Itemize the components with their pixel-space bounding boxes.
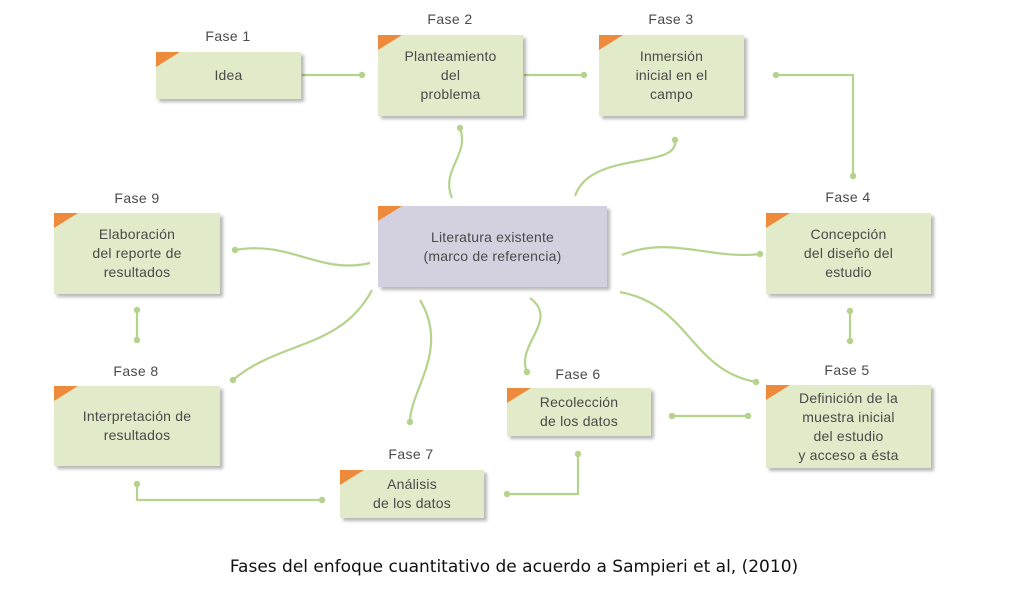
literature-connectors	[232, 127, 761, 423]
dot	[358, 71, 366, 79]
phase-label-4: Fase 4	[825, 189, 871, 205]
lit-connector-analisis	[408, 299, 433, 423]
dot	[318, 496, 326, 504]
lit-connector-interpretacion	[232, 289, 373, 381]
dot	[849, 172, 857, 180]
box-interpretacion: Interpretación de resultados	[54, 386, 220, 466]
corner-accent	[766, 213, 790, 228]
corner-accent	[156, 52, 180, 67]
dot	[671, 136, 679, 144]
box-concepcion: Concepción del diseño del estudio	[766, 213, 931, 294]
dot	[133, 306, 141, 314]
corner-accent	[507, 388, 531, 403]
dot	[456, 124, 464, 132]
dot	[133, 480, 141, 488]
dot	[574, 450, 582, 458]
dot	[229, 376, 237, 384]
corner-accent	[340, 470, 364, 485]
dot	[752, 378, 760, 386]
lit-connector-concepcion	[621, 246, 761, 257]
dot	[846, 337, 854, 345]
box-analisis: Análisis de los datos	[340, 470, 484, 518]
box-analisis-text: Análisis de los datos	[373, 476, 451, 511]
dot	[756, 250, 764, 258]
box-elaboracion: Elaboración del reporte de resultados	[54, 213, 220, 294]
phase-label-1: Fase 1	[205, 28, 251, 44]
dot	[772, 71, 780, 79]
dot	[406, 418, 414, 426]
box-interpretacion-text: Interpretación de resultados	[82, 408, 192, 443]
lit-connector-planteamiento	[448, 127, 463, 199]
box-concepcion-text: Concepción del diseño del estudio	[803, 226, 894, 280]
box-planteamiento-text: Planteamiento del problema	[404, 48, 497, 102]
box-literatura-text: Literatura existente (marco de referenci…	[423, 228, 562, 264]
box-elaboracion-text: Elaboración del reporte de resultados	[92, 226, 182, 280]
connector-dots	[133, 71, 857, 504]
box-literatura: Literatura existente (marco de referenci…	[378, 206, 607, 287]
box-inmersion: Inmersión inicial en el campo	[599, 35, 744, 116]
dot	[231, 246, 239, 254]
dot	[744, 412, 752, 420]
lit-connector-recoleccion	[523, 297, 542, 373]
box-idea: Idea	[156, 52, 301, 99]
flow-connectors	[135, 73, 855, 502]
phase-label-2: Fase 2	[427, 11, 473, 27]
lit-connector-definicion	[619, 290, 757, 384]
dot	[668, 412, 676, 420]
corner-accent	[378, 206, 402, 221]
figure-caption: Fases del enfoque cuantitativo de acuerd…	[229, 557, 799, 577]
phase-label-6: Fase 6	[555, 366, 601, 382]
corner-accent	[378, 35, 402, 50]
corner-accent	[766, 385, 790, 400]
box-recoleccion-text: Recolección de los datos	[539, 394, 619, 429]
box-inmersion-text: Inmersión inicial en el campo	[635, 48, 708, 102]
phase-label-3: Fase 3	[648, 11, 694, 27]
phase-label-9: Fase 9	[114, 190, 160, 206]
dot	[580, 71, 588, 79]
lit-connector-inmersion	[573, 139, 677, 197]
dot	[133, 336, 141, 344]
connector-recoleccion-analisis	[507, 454, 580, 496]
box-planteamiento: Planteamiento del problema	[378, 35, 523, 116]
connector-inmersion-concepcion	[776, 73, 855, 176]
lit-connector-elaboracion	[234, 247, 371, 267]
box-definicion-text: Definición de la muestra inicial del est…	[798, 389, 899, 463]
dot	[846, 307, 854, 315]
box-recoleccion: Recolección de los datos	[507, 388, 651, 436]
connector-analisis-interpretacion	[135, 484, 322, 502]
corner-accent	[54, 213, 78, 228]
corner-accent	[599, 35, 623, 50]
dot	[523, 368, 531, 376]
phase-label-8: Fase 8	[113, 363, 159, 379]
phase-label-7: Fase 7	[388, 446, 434, 462]
dot	[503, 490, 511, 498]
corner-accent	[54, 386, 78, 401]
box-idea-text: Idea	[214, 67, 243, 83]
box-definicion: Definición de la muestra inicial del est…	[766, 385, 931, 468]
phase-label-5: Fase 5	[824, 362, 870, 378]
